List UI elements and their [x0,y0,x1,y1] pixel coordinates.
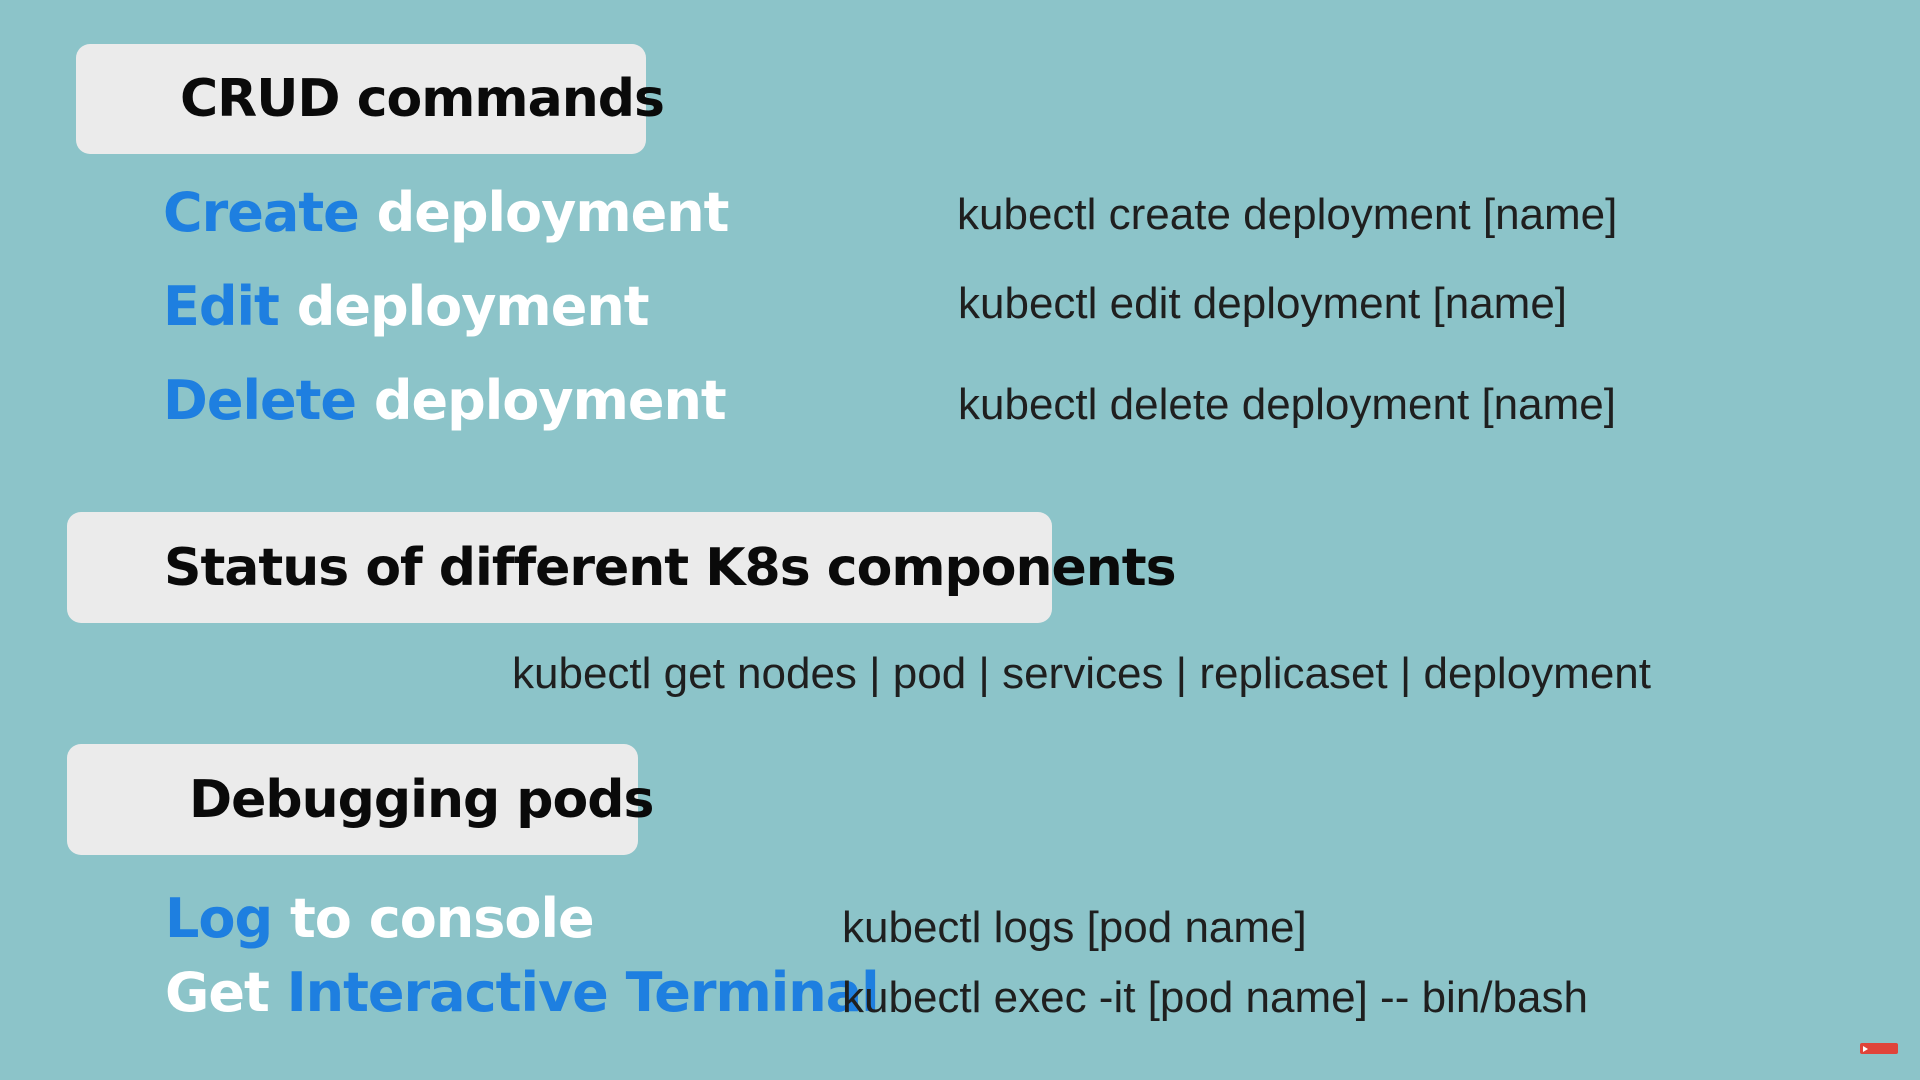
status-command: kubectl get nodes | pod | services | rep… [512,649,1651,698]
log-to-console-label: Log to console [165,892,595,946]
debug-section-header: Debugging pods [67,744,654,855]
to-console-words: to console [289,887,595,950]
create-deployment-command: kubectl create deployment [name] [957,190,1618,239]
crud-section-header: CRUD commands [76,44,665,154]
crud-section-title: CRUD commands [180,69,665,129]
create-deployment-label: Create deployment [163,186,729,240]
debug-section-title: Debugging pods [189,769,654,830]
interactive-terminal-label: Get Interactive Terminal [165,966,880,1020]
delete-word: Delete [163,369,357,432]
exec-command: kubectl exec -it [pod name] -- bin/bash [842,973,1588,1022]
status-section-title: Status of different K8s components [164,537,1177,598]
play-icon [1863,1045,1868,1052]
edit-deployment-command: kubectl edit deployment [name] [958,279,1568,328]
delete-deployment-label: Delete deployment [163,374,727,428]
create-word: Create [163,181,360,244]
edit-word: Edit [163,275,280,338]
delete-deployment-command: kubectl delete deployment [name] [958,380,1616,429]
deployment-word: deployment [376,181,730,244]
get-word: Get [165,961,270,1024]
deployment-word: deployment [296,275,650,338]
logs-command: kubectl logs [pod name] [842,903,1307,952]
interactive-terminal-words: Interactive Terminal [286,961,880,1024]
status-section-header: Status of different K8s components [67,512,1177,623]
log-word: Log [165,887,273,950]
youtube-subscribe-icon[interactable] [1860,1043,1898,1054]
edit-deployment-label: Edit deployment [163,280,650,334]
deployment-word: deployment [373,369,727,432]
